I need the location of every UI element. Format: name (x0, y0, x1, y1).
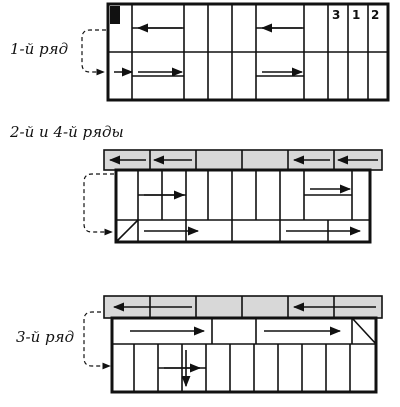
row3-outline (110, 316, 378, 394)
row24-lower-course (115, 219, 329, 243)
row24-header-divisions (149, 150, 335, 170)
row1-dashed-arrow (81, 29, 106, 76)
row3-panel: 3-й ряд (16, 295, 383, 394)
row1-number-3: 3 (332, 8, 340, 22)
row3-dashed-arrow (83, 311, 111, 370)
row3-label: 3-й ряд (16, 328, 74, 346)
row1-bottom-course (131, 52, 369, 100)
row1-number-2: 2 (371, 8, 379, 22)
row24-panel: 2-й и 4-й ряды (9, 123, 383, 244)
row24-outline (114, 168, 372, 244)
row24-label: 2-й и 4-й ряды (9, 123, 124, 141)
row1-label: 1-й ряд (10, 40, 68, 58)
row24-dashed-arrow (83, 173, 114, 236)
row3-upper-course (211, 317, 377, 345)
row1-panel: 1-й ряд 3 1 2 (10, 2, 390, 102)
row1-corner-mark (110, 6, 120, 24)
row1-number-1: 1 (352, 8, 360, 22)
